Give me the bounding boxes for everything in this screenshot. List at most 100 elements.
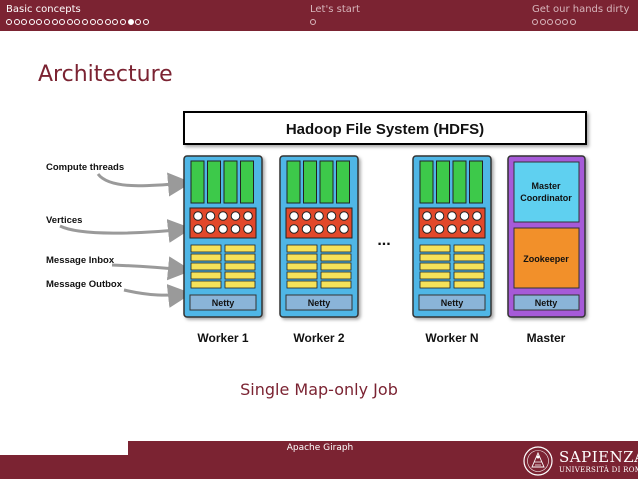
vertex [289, 224, 299, 234]
vertex [205, 211, 216, 221]
progress-dot[interactable] [569, 19, 576, 25]
nav-section-label[interactable]: Basic concepts [6, 4, 81, 15]
worker-name-label: Worker 1 [197, 331, 248, 345]
message-outbox-slot [320, 280, 352, 289]
footer-left-strip [0, 455, 128, 479]
message-inbox-slot [286, 253, 318, 262]
vertex [422, 224, 432, 234]
hdfs-box [183, 111, 587, 145]
message-inbox-slot [419, 244, 451, 253]
message-outbox-slot [320, 271, 352, 280]
vertex [230, 224, 241, 234]
compute-thread [240, 160, 254, 204]
university-seal-icon [523, 446, 553, 476]
message-outbox-slot [224, 280, 256, 289]
master-name-label: Master [527, 331, 566, 345]
arrow-vertices [59, 219, 192, 243]
message-outbox-slot [453, 280, 485, 289]
footer-title: Apache Giraph [128, 441, 512, 455]
nav-section-label[interactable]: Get our hands dirty [532, 4, 630, 15]
progress-dot[interactable] [51, 19, 58, 25]
message-inbox-slot [419, 280, 451, 289]
progress-dot[interactable] [81, 19, 88, 25]
message-inbox-slot [190, 280, 222, 289]
progress-dot[interactable] [547, 19, 554, 25]
logo-wordmark: SAPIENZA [559, 448, 638, 466]
progress-dot[interactable] [104, 19, 111, 25]
compute-thread [207, 160, 221, 204]
progress-dot[interactable] [554, 19, 561, 25]
nav-section-label[interactable]: Let's start [310, 4, 360, 15]
label-message-inbox: Message Inbox [46, 255, 115, 266]
progress-dot[interactable] [562, 19, 569, 25]
message-outbox-slot [224, 244, 256, 253]
vertex [193, 224, 203, 234]
progress-dot[interactable] [127, 19, 134, 25]
vertex [447, 211, 457, 221]
vertex [472, 211, 482, 221]
message-inbox-slot [190, 262, 222, 271]
slide-title: Architecture [38, 62, 173, 87]
message-outbox-slot [320, 262, 352, 271]
vertex [243, 211, 253, 221]
nav-section-basic-concepts[interactable]: Basic concepts [6, 4, 149, 26]
progress-dot[interactable] [142, 19, 149, 25]
progress-dot[interactable] [13, 19, 20, 25]
vertex [218, 211, 228, 221]
message-outbox-slot [453, 244, 485, 253]
progress-dot[interactable] [28, 19, 35, 25]
progress-dot[interactable] [310, 19, 316, 25]
nav-section-lets-start[interactable]: Let's start [310, 4, 360, 26]
vertex [314, 224, 324, 234]
nav-progress-dots [532, 19, 629, 26]
netty-box [285, 294, 353, 311]
progress-dot[interactable] [112, 19, 119, 25]
nav-progress-dots [6, 19, 149, 26]
compute-thread [223, 160, 238, 204]
workers-ellipsis: ... [377, 232, 390, 249]
label-compute-threads: Compute threads [46, 162, 124, 173]
vertex [459, 224, 470, 234]
progress-dot[interactable] [66, 19, 73, 25]
label-vertices: Vertices [46, 215, 82, 226]
progress-dot[interactable] [539, 19, 546, 25]
master-coordinator-line1: Master [531, 181, 561, 191]
message-inbox-slot [419, 271, 451, 280]
progress-dot[interactable] [119, 19, 126, 25]
vertex [434, 224, 445, 234]
vertex [326, 224, 337, 234]
vertex [218, 224, 228, 234]
progress-dot[interactable] [36, 19, 43, 25]
progress-dot[interactable] [89, 19, 96, 25]
vertex [289, 211, 299, 221]
netty-label: Netty [308, 298, 331, 308]
progress-dot[interactable] [532, 19, 538, 25]
nav-section-hands-dirty[interactable]: Get our hands dirty [532, 4, 629, 26]
progress-dot[interactable] [97, 19, 104, 25]
vertex [230, 211, 241, 221]
vertex [339, 211, 349, 221]
sapienza-logo: SAPIENZA UNIVERSITÀ DI ROMA [517, 445, 638, 477]
message-outbox-slot [453, 262, 485, 271]
message-inbox-slot [286, 280, 318, 289]
compute-thread [303, 160, 317, 204]
vertex [301, 224, 312, 234]
progress-dot[interactable] [6, 19, 12, 25]
progress-dot[interactable] [59, 19, 66, 25]
arrow-compute-threads [96, 172, 192, 197]
message-inbox-slot [190, 271, 222, 280]
vertex [326, 211, 337, 221]
footer-bar: Apache Giraph [0, 441, 638, 479]
vertex [459, 211, 470, 221]
progress-dot[interactable] [43, 19, 50, 25]
progress-dot[interactable] [135, 19, 142, 25]
progress-dot[interactable] [21, 19, 28, 25]
netty-label: Netty [212, 298, 235, 308]
navigation-bar: Basic concepts Let's start Get our hands… [0, 0, 638, 31]
progress-dot[interactable] [74, 19, 81, 25]
compute-thread [419, 160, 434, 204]
